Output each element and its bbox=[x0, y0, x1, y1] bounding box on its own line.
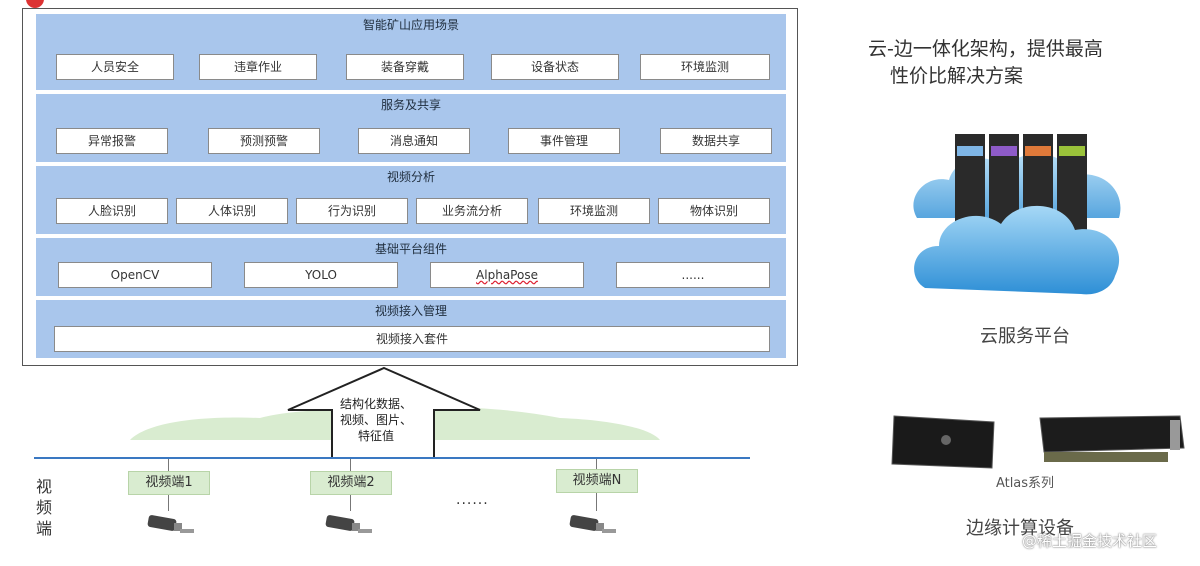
arrow-text: 结构化数据、 视频、图片、 特征值 bbox=[326, 396, 426, 444]
service-item: 异常报警 bbox=[56, 128, 168, 154]
arrow-text-line: 视频、图片、 bbox=[339, 413, 412, 427]
side-label-char: 端 bbox=[35, 519, 52, 538]
layer-title: 视频接入管理 bbox=[374, 304, 447, 318]
layer-title: 智能矿山应用场景 bbox=[362, 18, 459, 32]
layer-title: 基础平台组件 bbox=[374, 242, 447, 256]
endpoint-label: 视频端N bbox=[556, 469, 638, 493]
service-item: 消息通知 bbox=[358, 128, 470, 154]
ground-line bbox=[34, 457, 750, 459]
layer-services-sharing: 服务及共享 异常报警 预测预警 消息通知 事件管理 数据共享 bbox=[36, 94, 786, 162]
endpoint-1: 视频端1 bbox=[120, 459, 220, 549]
layer-video-access: 视频接入管理 视频接入套件 bbox=[36, 300, 786, 358]
camera-icon bbox=[569, 515, 616, 533]
analysis-item: 行为识别 bbox=[296, 198, 408, 224]
cloud-server-icon bbox=[913, 134, 1121, 295]
analysis-item: 人脸识别 bbox=[56, 198, 168, 224]
camera-icon bbox=[147, 515, 194, 533]
endpoint-n: 视频端N bbox=[548, 459, 648, 549]
service-item: 预测预警 bbox=[208, 128, 320, 154]
component-item: AlphaPose bbox=[430, 262, 584, 288]
layer-application-scenarios: 智能矿山应用场景 人员安全 违章作业 装备穿戴 设备状态 环境监测 bbox=[36, 14, 786, 90]
component-item: ...... bbox=[616, 262, 770, 288]
layer-title: 视频分析 bbox=[386, 170, 435, 184]
scenario-item: 设备状态 bbox=[491, 54, 619, 80]
right-title: 云-边一体化架构，提供最高 性价比解决方案 bbox=[868, 36, 1168, 90]
scenario-item: 人员安全 bbox=[56, 54, 174, 80]
scenario-item: 违章作业 bbox=[199, 54, 317, 80]
layer-video-analysis: 视频分析 人脸识别 人体识别 行为识别 业务流分析 环境监测 物体识别 bbox=[36, 166, 786, 234]
endpoint-stem bbox=[168, 495, 169, 511]
side-label-char: 视 bbox=[35, 477, 52, 496]
layer-platform-components: 基础平台组件 OpenCV YOLO AlphaPose ...... bbox=[36, 238, 786, 296]
scenario-item: 装备穿戴 bbox=[346, 54, 464, 80]
service-item: 事件管理 bbox=[508, 128, 620, 154]
watermark: @稀土掘金技术社区 bbox=[1022, 532, 1158, 550]
endpoint-stem bbox=[596, 459, 597, 471]
cloud-platform-label: 云服务平台 bbox=[980, 326, 1070, 347]
analysis-item: 业务流分析 bbox=[416, 198, 528, 224]
component-item: YOLO bbox=[244, 262, 398, 288]
service-item: 数据共享 bbox=[660, 128, 772, 154]
right-title-line: 性价比解决方案 bbox=[890, 65, 1024, 87]
component-item: OpenCV bbox=[58, 262, 212, 288]
analysis-item: 物体识别 bbox=[658, 198, 770, 224]
analysis-item: 环境监测 bbox=[538, 198, 650, 224]
right-title-line: 云-边一体化架构，提供最高 bbox=[868, 38, 1103, 60]
side-label-char: 频 bbox=[35, 498, 52, 517]
scenario-item: 环境监测 bbox=[640, 54, 770, 80]
atlas-card-icon bbox=[891, 415, 995, 469]
arrow-text-line: 特征值 bbox=[357, 429, 394, 443]
endpoint-side-label: 视 频 端 bbox=[34, 476, 54, 539]
camera-icon bbox=[325, 515, 372, 533]
access-item: 视频接入套件 bbox=[54, 326, 770, 352]
edge-device-label: 边缘计算设备 bbox=[966, 518, 1074, 539]
layer-title: 服务及共享 bbox=[380, 98, 441, 112]
arrow-text-line: 结构化数据、 bbox=[339, 397, 412, 411]
corner-dot bbox=[26, 0, 44, 8]
endpoint-stem bbox=[596, 493, 597, 511]
endpoint-stem bbox=[350, 459, 351, 471]
endpoint-label: 视频端1 bbox=[128, 471, 210, 495]
analysis-item: 人体识别 bbox=[176, 198, 288, 224]
atlas-series-label: Atlas系列 bbox=[995, 476, 1055, 491]
endpoint-ellipsis: ...... bbox=[456, 492, 489, 508]
atlas-accelerator-icon bbox=[1039, 415, 1185, 462]
endpoint-label: 视频端2 bbox=[310, 471, 392, 495]
endpoint-stem bbox=[350, 495, 351, 511]
endpoint-stem bbox=[168, 459, 169, 471]
endpoint-2: 视频端2 bbox=[302, 459, 402, 549]
